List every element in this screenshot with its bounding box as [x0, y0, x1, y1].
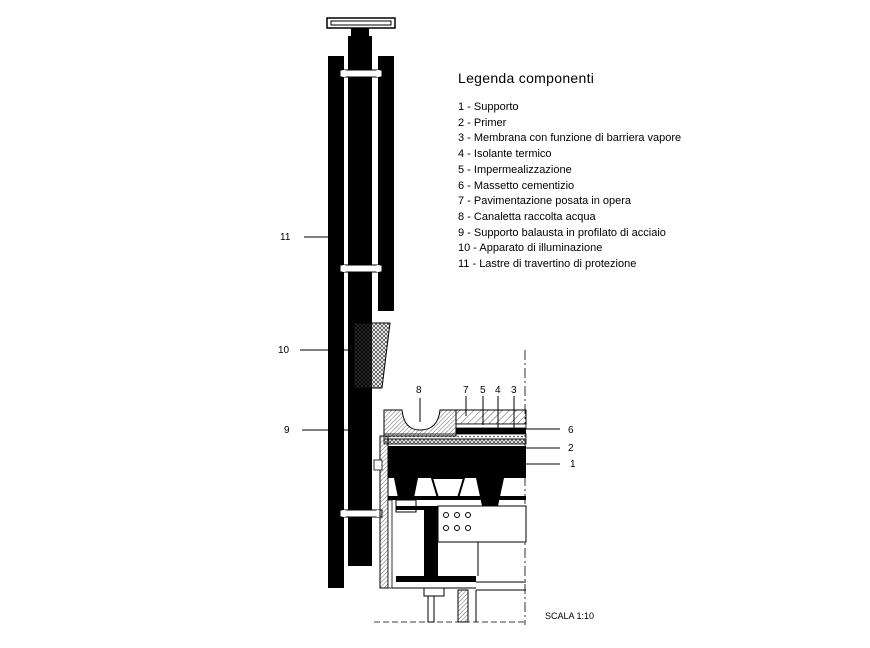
callout-6: 6	[568, 425, 574, 436]
callout-11: 11	[280, 232, 291, 243]
leader-lines	[300, 236, 560, 465]
legend-item: 6 - Massetto cementizio	[458, 179, 575, 192]
balustrade-cap	[326, 17, 396, 36]
legend: Legenda componenti 1 - Supporto 2 - Prim…	[458, 70, 681, 273]
legend-item: 9 - Supporto balausta in profilato di ac…	[458, 226, 666, 239]
legend-list: 1 - Supporto 2 - Primer 3 - Membrana con…	[458, 100, 681, 273]
floor-package	[383, 409, 527, 506]
legend-item: 7 - Pavimentazione posata in opera	[458, 195, 632, 208]
scale-label: SCALA 1:10	[545, 611, 595, 621]
legend-item: 8 - Canaletta raccolta acqua	[458, 210, 596, 223]
callout-10: 10	[278, 345, 290, 356]
legend-item: 1 - Supporto	[458, 101, 519, 113]
callout-5: 5	[480, 385, 486, 396]
legend-title: Legenda componenti	[458, 70, 595, 86]
legend-item: 5 - Impermealizzazione	[458, 163, 572, 176]
legend-item: 3 - Membrana con funzione di barriera va…	[458, 132, 682, 145]
callout-9: 9	[284, 425, 290, 436]
callout-8: 8	[416, 385, 422, 396]
callout-2: 2	[568, 443, 574, 454]
legend-item: 10 - Apparato di illuminazione	[458, 242, 603, 255]
legend-item: 11 - Lastre di travertino di protezione	[458, 258, 637, 271]
steel-beam	[374, 505, 527, 623]
legend-item: 4 - Isolante termico	[458, 148, 552, 161]
steel-support-profile	[339, 36, 383, 566]
callout-7: 7	[463, 385, 469, 396]
callout-1: 1	[570, 459, 576, 470]
travertine-slabs	[328, 56, 394, 588]
callout-4: 4	[495, 385, 501, 396]
callout-3: 3	[511, 385, 517, 396]
legend-item: 2 - Primer	[458, 116, 507, 129]
lighting-apparatus	[353, 322, 391, 389]
